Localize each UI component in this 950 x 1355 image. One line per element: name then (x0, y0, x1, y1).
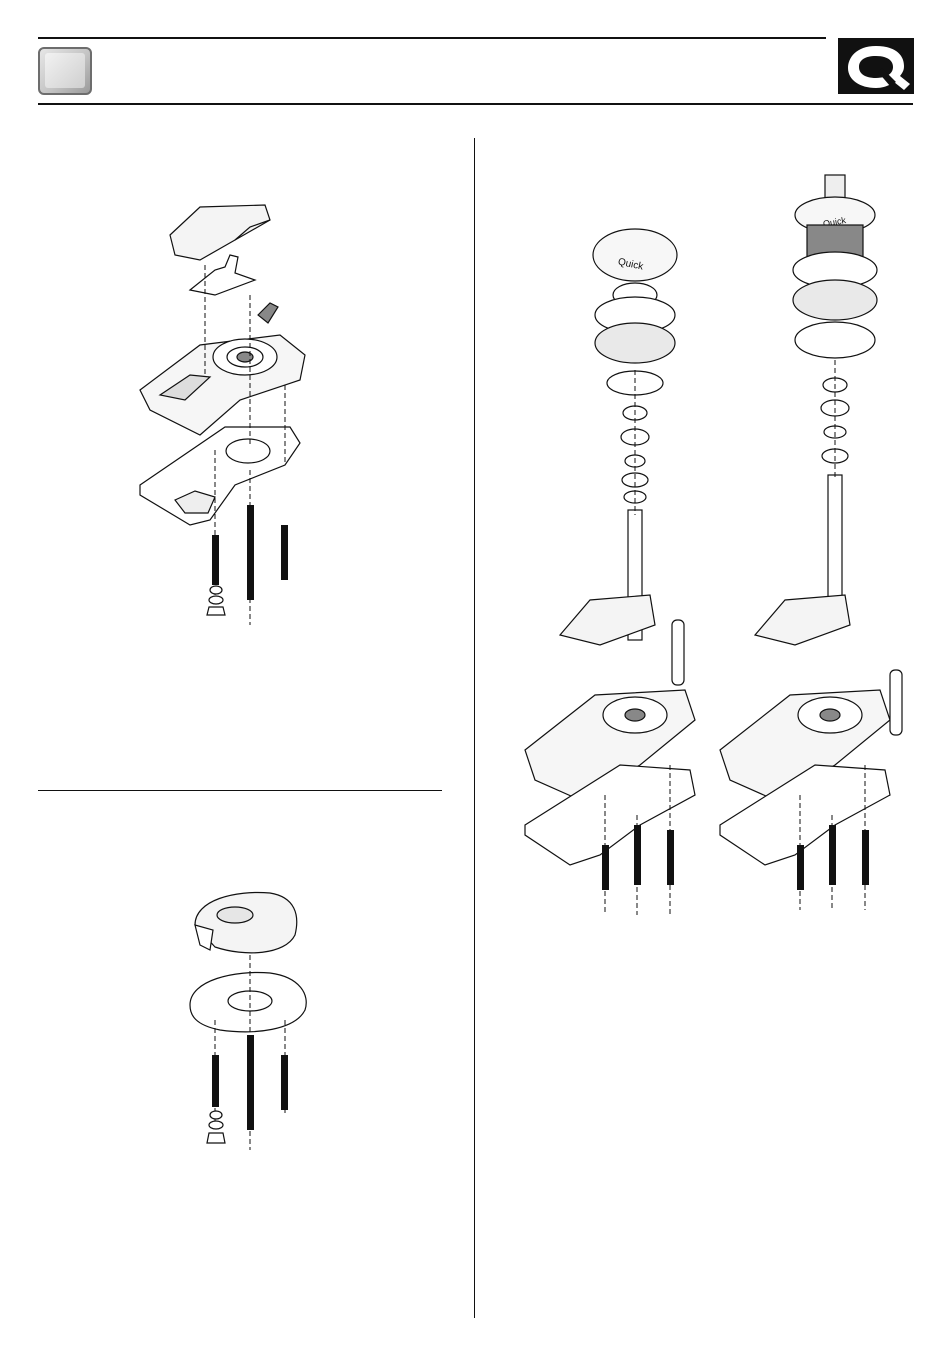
retainer-plate (190, 255, 255, 295)
header-top-rule (38, 37, 826, 39)
base-plate (140, 427, 300, 525)
column-divider (474, 138, 475, 1318)
gypsy-cover (593, 229, 677, 281)
left-section-rule (38, 790, 442, 791)
exploded-diagram-windlass-drum: Quick (715, 170, 920, 930)
exploded-diagram-windlass-gypsy: Quick (520, 225, 720, 930)
top-cover (755, 595, 850, 645)
section-tab-face (45, 53, 85, 88)
header-bottom-rule (38, 103, 913, 105)
exploded-diagram-adapter-assembly (175, 885, 325, 1155)
exploded-diagram-base-assembly (130, 195, 330, 625)
top-cover (170, 205, 270, 260)
brand-logo-icon (838, 38, 914, 94)
